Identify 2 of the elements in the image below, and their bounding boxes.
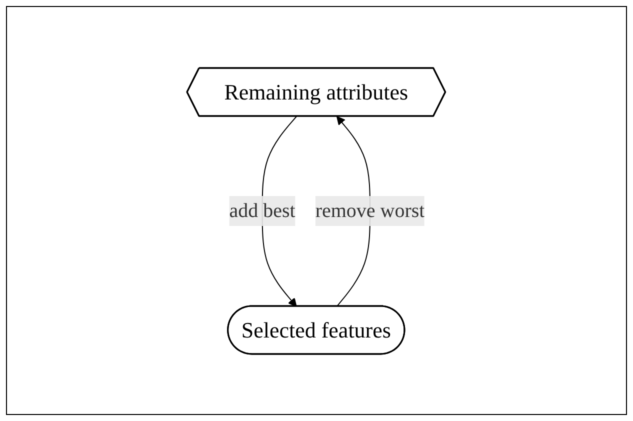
edge-label: remove worst bbox=[316, 199, 426, 222]
edge-label: add best bbox=[230, 199, 296, 222]
